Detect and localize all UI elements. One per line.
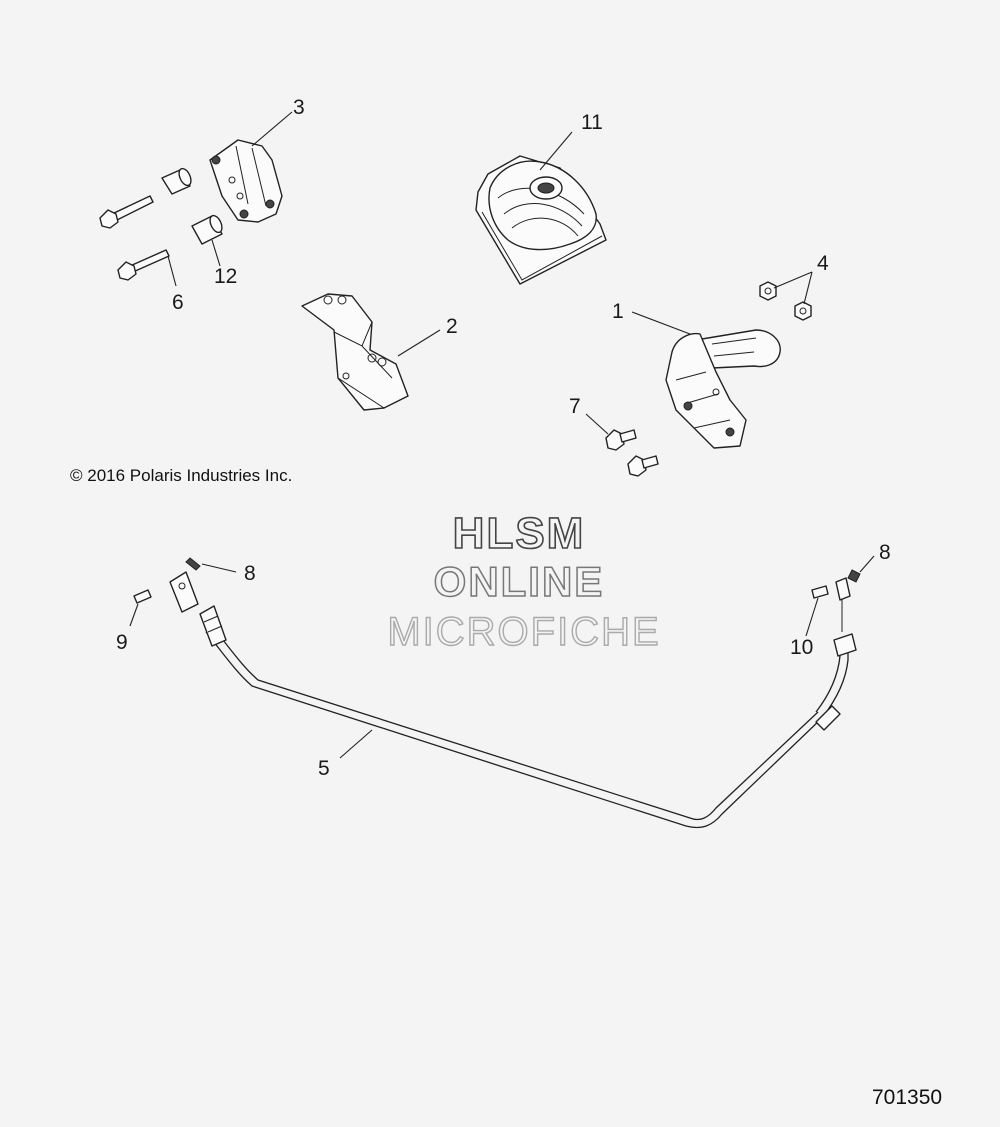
callout-2: 2 [446,315,458,338]
part-1-handbrake-lever [665,329,781,449]
callout-10: 10 [790,636,813,659]
callout-8-left: 8 [244,562,256,585]
part-12-spacer-lower [191,214,223,245]
callout-9: 9 [116,631,128,654]
part-7-bolt-lower [627,455,659,477]
callout-12: 12 [214,265,237,288]
document-number: 701350 [872,1086,942,1109]
part-7-bolt-upper [605,429,637,451]
part-9-pin [133,589,152,604]
callout-3: 3 [293,96,305,119]
watermark-line-2: ONLINE [434,558,605,605]
part-8-clip-left [185,557,201,571]
callout-7: 7 [569,395,581,418]
callout-6: 6 [172,291,184,314]
part-6-bolt-lower [117,249,170,281]
part-5-brake-cable [169,571,857,829]
leader-lines [129,111,875,759]
callout-1: 1 [612,300,624,323]
part-3-bracket-plate [209,139,283,223]
copyright-notice: © 2016 Polaris Industries Inc. [70,466,292,485]
part-4-nut-right [794,301,812,321]
callout-11: 11 [581,111,603,134]
part-8-clip-right [847,569,861,583]
callout-5: 5 [318,757,330,780]
part-4-nut-left [759,281,777,301]
part-12-spacer-upper [161,167,192,195]
part-11-shift-boot [475,155,607,285]
callout-8-right: 8 [879,541,891,564]
part-10-pin [811,585,829,599]
watermark-line-3: MICROFICHE [387,610,660,654]
watermark-line-1: HLSM [453,509,586,558]
part-2-bracket [301,293,409,411]
callout-4: 4 [817,252,829,275]
part-6-bolt-upper [99,195,154,229]
